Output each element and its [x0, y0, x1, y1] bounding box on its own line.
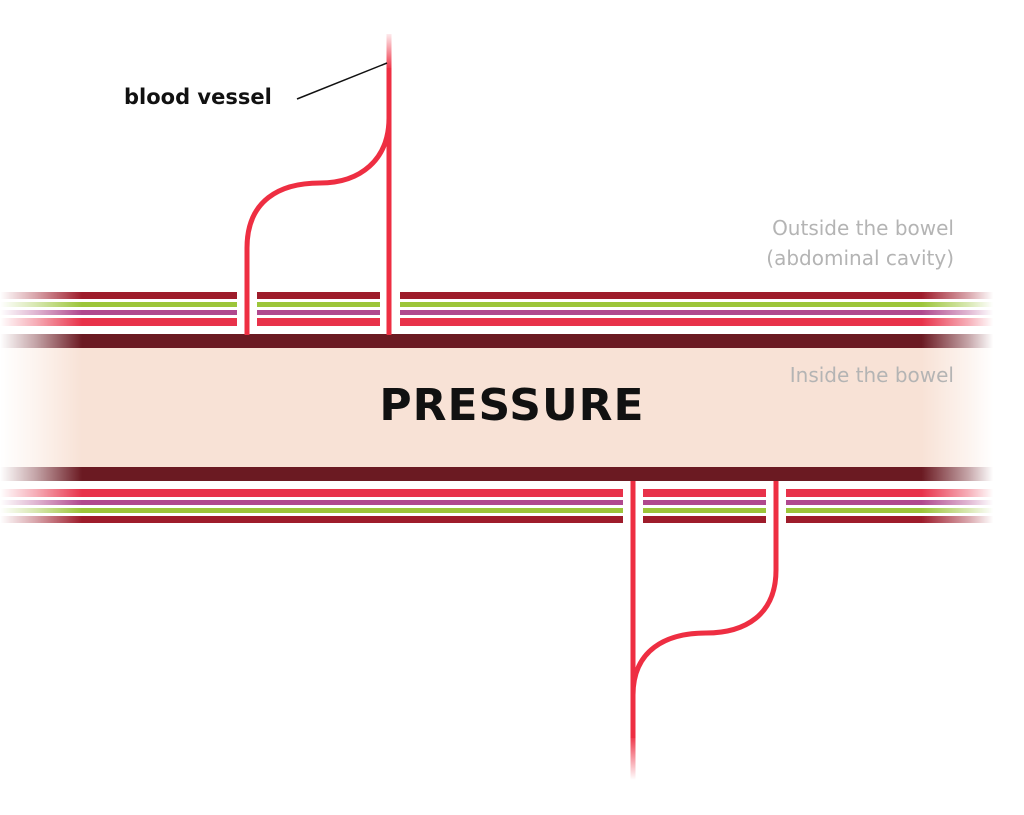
- outside-bowel-label: Outside the bowel (abdominal cavity): [720, 213, 954, 273]
- lower-blood-vessel: [630, 481, 779, 780]
- lower-layer-purple: [0, 500, 1024, 505]
- upper-layer-red: [0, 318, 1024, 326]
- upper-blood-vessel: [244, 34, 392, 335]
- inside-bowel-label: Inside the bowel: [789, 363, 954, 387]
- pressure-label: PRESSURE: [379, 380, 645, 431]
- outside-bowel-line1: Outside the bowel: [772, 216, 954, 240]
- upper-layer-purple: [0, 310, 1024, 315]
- bowel-lumen: [0, 335, 1024, 481]
- lower-layer-green: [0, 508, 1024, 513]
- lower-layer-red: [0, 489, 1024, 497]
- bowel-wall: [0, 292, 1024, 523]
- outside-bowel-line2: (abdominal cavity): [766, 246, 954, 270]
- upper-muscle-layer: [0, 334, 1024, 348]
- lower-layer-darkred: [0, 516, 1024, 523]
- upper-layer-darkred: [0, 292, 1024, 299]
- blood-vessel-leader-line: [296, 62, 388, 100]
- upper-layer-green: [0, 302, 1024, 307]
- blood-vessel-label: blood vessel: [124, 85, 272, 109]
- lower-muscle-layer: [0, 467, 1024, 481]
